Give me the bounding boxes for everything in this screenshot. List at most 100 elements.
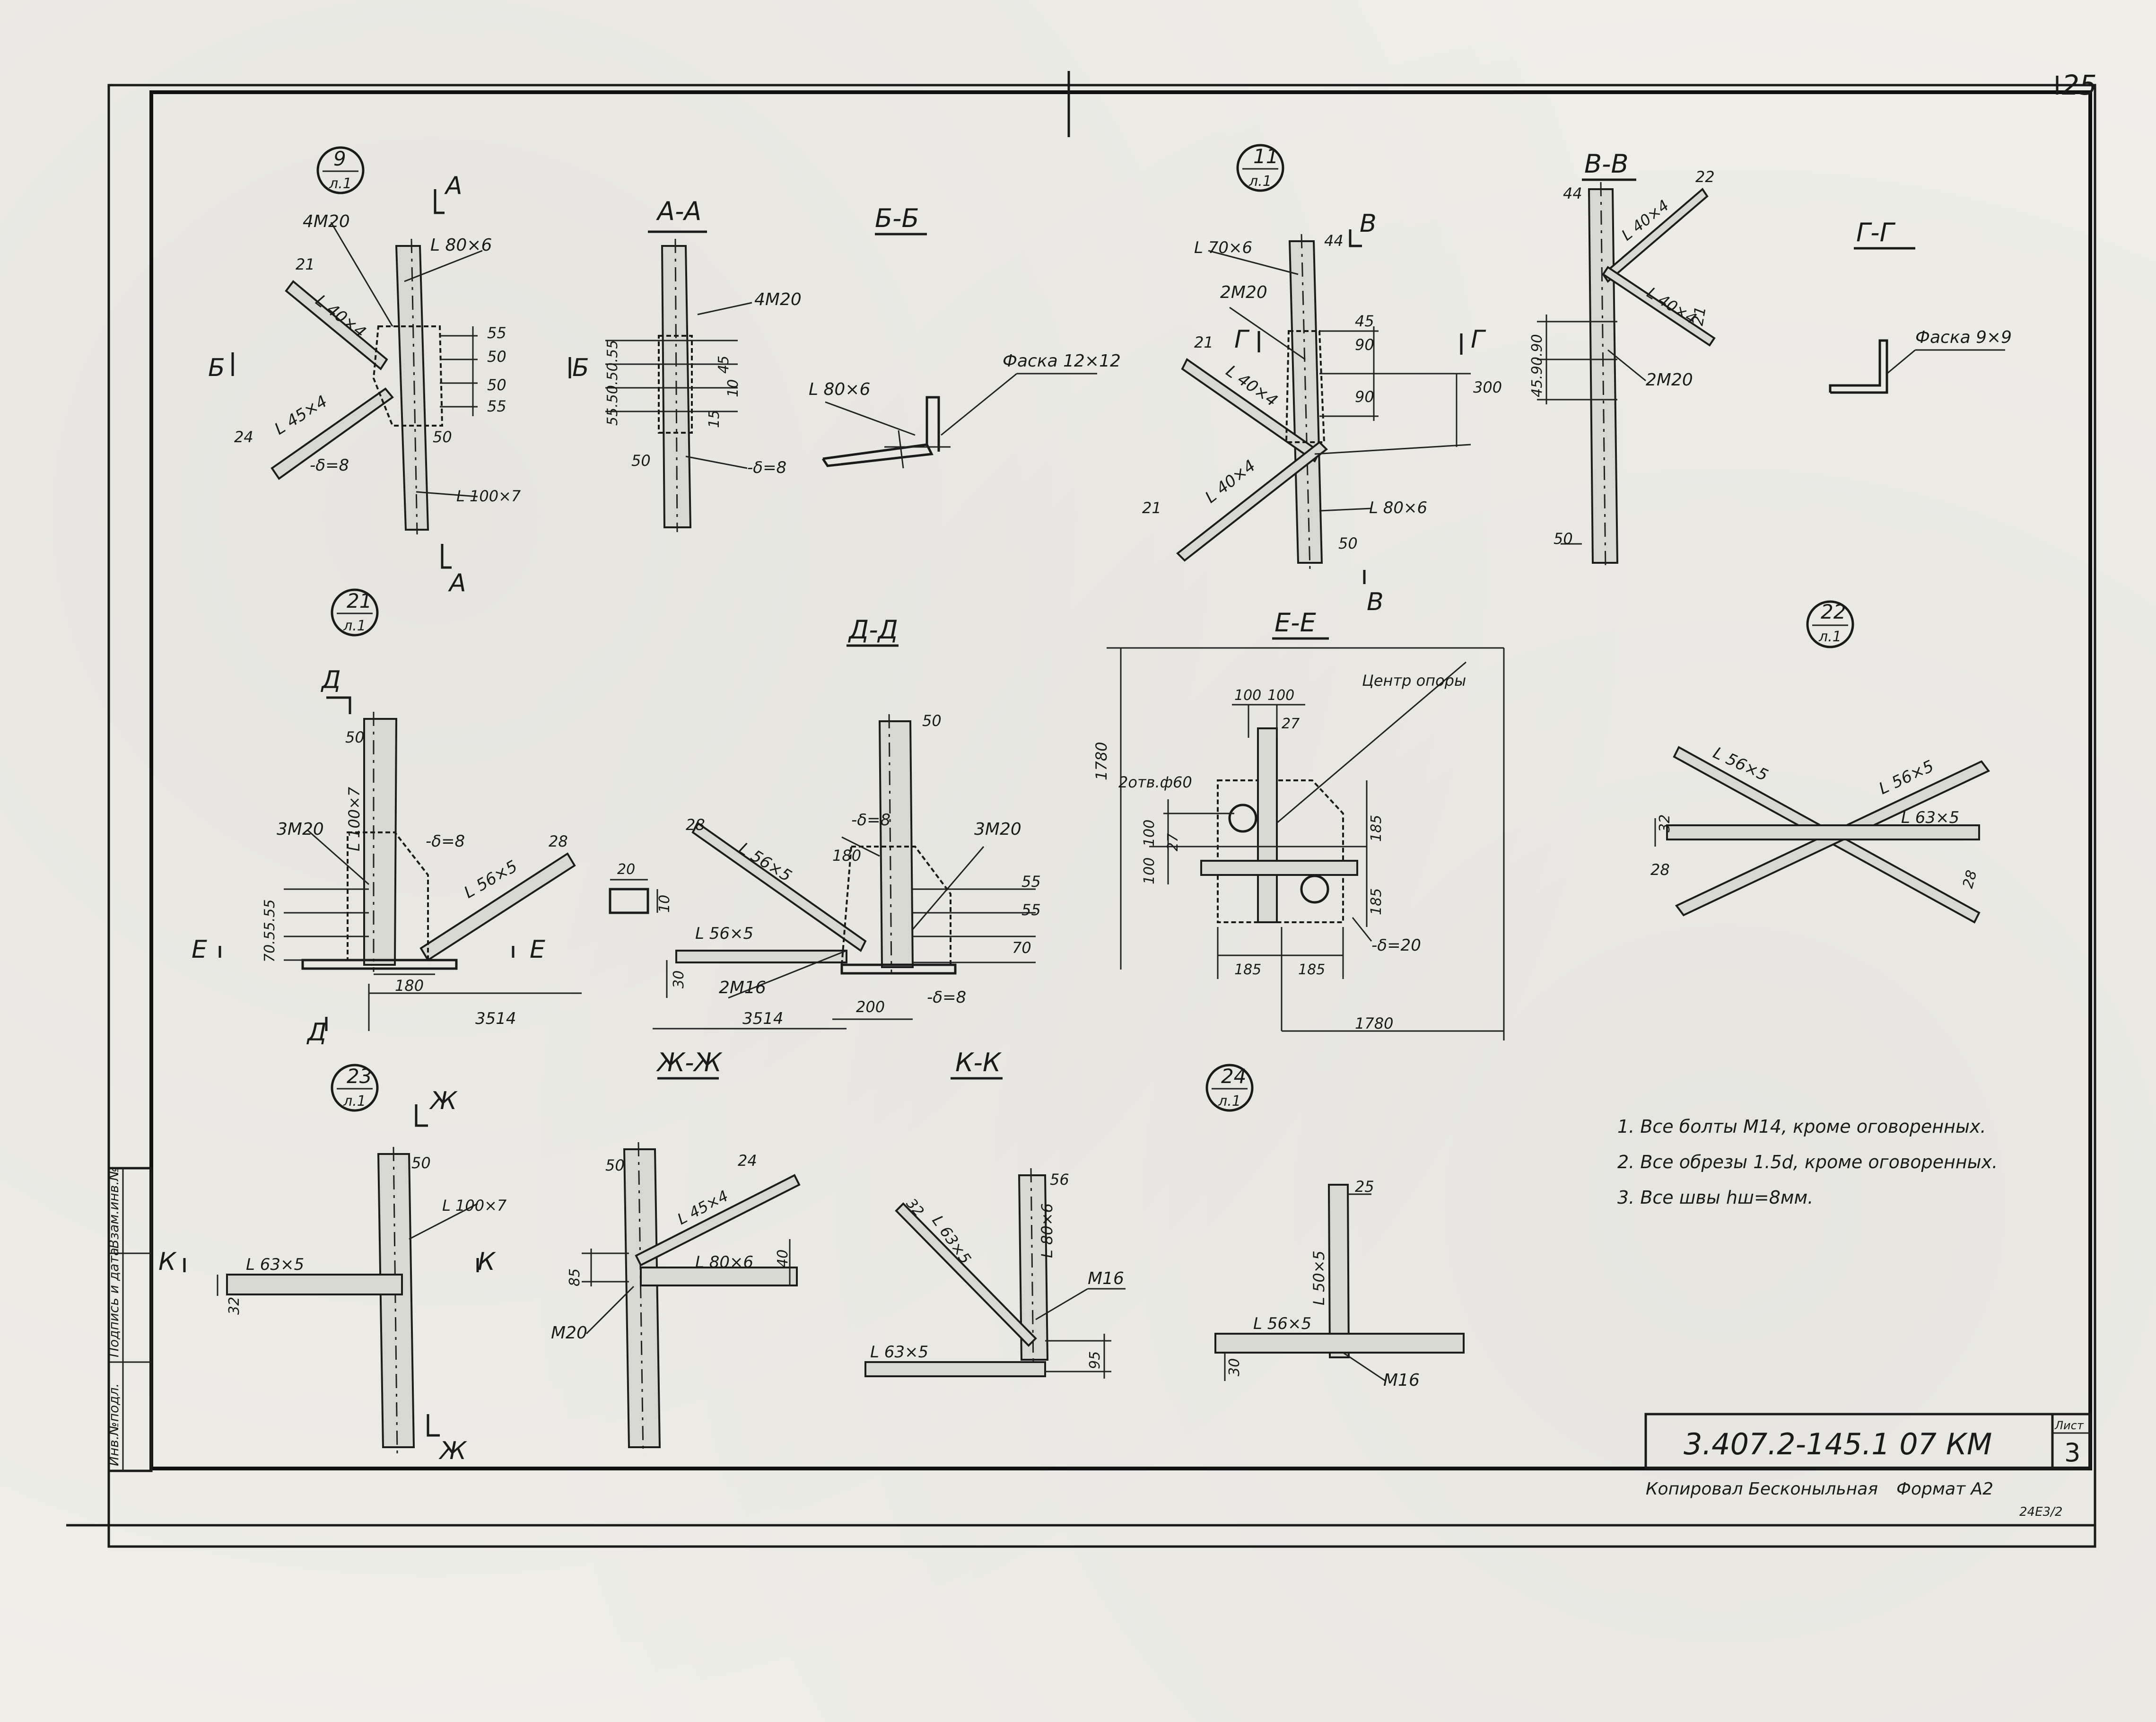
n23-cut-zh-bottom: Ж — [438, 1437, 467, 1465]
aa-dim-45: 45 — [716, 356, 732, 374]
section-aa-view — [605, 230, 752, 533]
node-9-sheet: л.1 — [329, 175, 352, 192]
n21-plate: -δ=8 — [426, 832, 465, 851]
zhzh-dim-24: 24 — [738, 1152, 757, 1170]
n21-dim-28: 28 — [549, 832, 568, 850]
plate-dim-20: 20 — [617, 861, 635, 878]
section-ee-view — [1107, 637, 1505, 1040]
zhzh-bolt: М20 — [551, 1323, 587, 1343]
n21-dim-180: 180 — [395, 977, 424, 995]
n23-l100x7: L 100×7 — [442, 1197, 507, 1215]
n22-l63x5: L 63×5 — [1901, 808, 1959, 827]
node-11-num: 11 — [1253, 145, 1278, 168]
n9-cut-a-bottom: А — [448, 569, 466, 597]
n24-l50x5: L 50×5 — [1310, 1250, 1328, 1305]
section-zhzh-view — [582, 1077, 801, 1455]
ee-dim-27v: 27 — [1165, 833, 1181, 851]
section-ee-title: Е-Е — [1274, 608, 1317, 638]
node-24-num: 24 — [1221, 1065, 1246, 1088]
bb-l80x6: L 80×6 — [809, 380, 870, 399]
ee-dim-185c: 185 — [1234, 962, 1261, 978]
node-22-view — [1654, 600, 1990, 924]
ee-dim-1780-h: 1780 — [1355, 1014, 1393, 1032]
format-text: Формат А2 — [1896, 1479, 1993, 1499]
dd-plate-b: -δ=8 — [927, 988, 966, 1007]
n21-l100x7: L 100×7 — [345, 787, 363, 851]
vv-dim-50: 50 — [1554, 530, 1573, 548]
n21-cut-d-bottom: Д — [306, 1018, 327, 1047]
n11-l80x6: L 80×6 — [1369, 498, 1427, 517]
sheet-label: Лист — [2054, 1419, 2084, 1432]
gg-chamfer: Фаска 9×9 — [1915, 328, 2012, 347]
n9-dim-50a: 50 — [487, 348, 506, 366]
ee-dim-100c: 100 — [1141, 820, 1158, 847]
dd-dim-70: 70 — [1012, 939, 1031, 957]
n9-l45x4: L 45×4 — [271, 392, 331, 438]
dd-l56x5-b: L 56×5 — [695, 924, 753, 943]
note-1: 1. Все болты М14, кроме оговоренных. — [1617, 1116, 1986, 1137]
vv-bolts: 2М20 — [1646, 370, 1693, 390]
zhzh-dim-40: 40 — [775, 1250, 791, 1267]
section-bb-title: Б-Б — [875, 203, 919, 233]
n23-cut-k-left: К — [158, 1248, 177, 1276]
side-stamp: Инв.№подл. Подпись и дата Взам.инв.№ — [106, 1167, 153, 1472]
n21-dim-50: 50 — [345, 728, 365, 746]
dd-bolts: 3М20 — [974, 820, 1021, 839]
n21-cut-e-left: Е — [192, 935, 207, 964]
section-vv-title: В-В — [1584, 149, 1629, 179]
ee-dim-100b: 100 — [1267, 687, 1294, 704]
ee-dim-100d: 100 — [1141, 857, 1158, 884]
ee-dim-1780-v: 1780 — [1092, 742, 1110, 780]
n24-dim-25: 25 — [1355, 1178, 1374, 1196]
section-vv-view — [1537, 178, 1716, 570]
n23-cut-k-right: К — [478, 1248, 496, 1276]
n21-bolts: 3М20 — [277, 820, 324, 839]
dd-dim-3514: 3514 — [742, 1009, 784, 1028]
ee-dim-100a: 100 — [1234, 687, 1261, 704]
side-label-inv: Инв.№подл. — [106, 1383, 122, 1466]
ee-center: Центр опоры — [1362, 672, 1466, 690]
n9-dim-55b: 55 — [487, 397, 506, 415]
node-24-sheet: л.1 — [1218, 1093, 1241, 1110]
node-22-sheet: л.1 — [1818, 629, 1842, 645]
side-label-sign: Подпись и дата — [106, 1248, 122, 1357]
node-9-num: 9 — [333, 147, 346, 170]
aa-dim-50: 50 — [631, 452, 651, 470]
section-zhzh-title: Ж-Ж — [656, 1048, 723, 1077]
n11-cut-g-left: Г — [1234, 325, 1250, 354]
n9-dim-24: 24 — [234, 428, 253, 446]
n24-l56x5: L 56×5 — [1253, 1314, 1311, 1333]
n23-dim-32: 32 — [226, 1297, 243, 1315]
ee-dim-185b: 185 — [1368, 888, 1385, 915]
kk-dim-95: 95 — [1087, 1351, 1103, 1369]
n23-l63x5: L 63×5 — [246, 1255, 304, 1274]
dd-plate: -δ=8 — [851, 811, 890, 830]
dd-dim-200: 200 — [856, 998, 885, 1016]
n11-dim-45: 45 — [1355, 312, 1374, 330]
node-23-num: 23 — [347, 1065, 372, 1088]
side-label-replace: Взам.инв.№ — [106, 1167, 122, 1249]
n11-dim-300: 300 — [1473, 378, 1502, 396]
node-21-view — [218, 588, 582, 1031]
section-gg-view — [1829, 247, 2005, 394]
n9-bolts: 4М20 — [303, 212, 350, 231]
n11-cut-v-top: В — [1360, 210, 1377, 238]
note-2: 2. Все обрезы 1.5d, кроме оговоренных. — [1617, 1152, 1998, 1172]
n11-l70x6: L 70×6 — [1194, 238, 1252, 257]
n11-cut-v-bottom: В — [1367, 588, 1384, 616]
node-23-view — [183, 1064, 479, 1455]
section-dd-view — [653, 644, 1036, 1030]
n22-dim-28a: 28 — [1650, 861, 1670, 879]
n11-dim-50: 50 — [1338, 534, 1358, 552]
vv-l40x4-a: L 40×4 — [1618, 196, 1673, 244]
section-dd-title: Д-Д — [848, 615, 898, 645]
n22-dim-28b: 28 — [1960, 868, 1981, 890]
dd-dim-28: 28 — [686, 816, 705, 834]
ee-dim-185d: 185 — [1298, 962, 1325, 978]
plate-detail — [609, 879, 658, 914]
n21-cut-e-right: Е — [530, 935, 545, 964]
doc-code: 3.407.2-145.1 07 КМ — [1684, 1427, 1992, 1461]
n11-dim-21b: 21 — [1142, 499, 1161, 517]
